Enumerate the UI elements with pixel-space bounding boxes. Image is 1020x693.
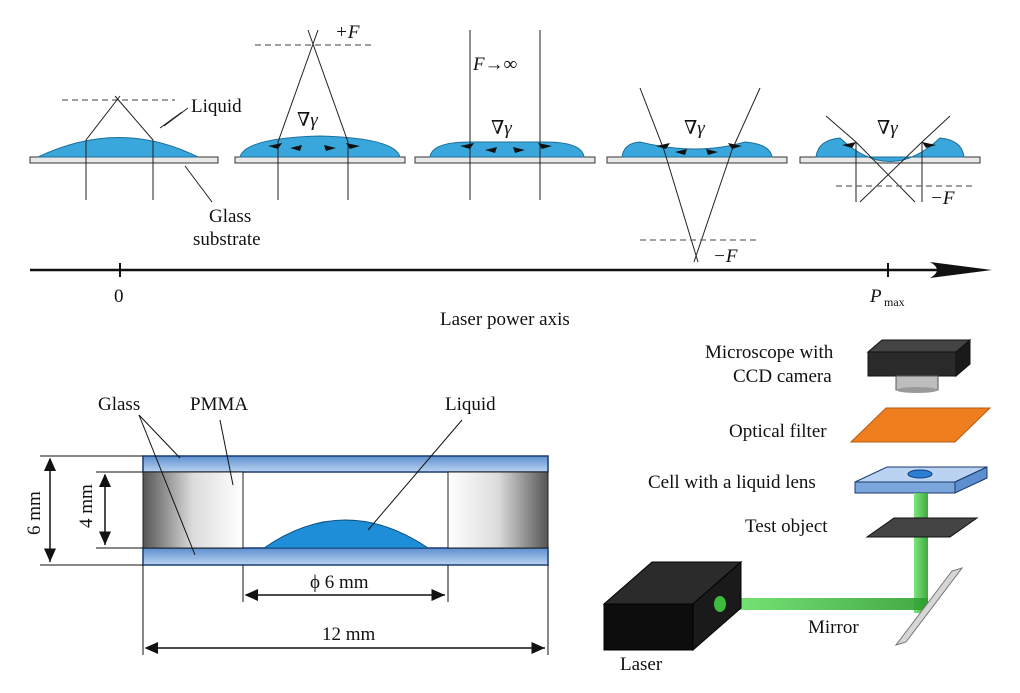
plus-f-label: +F	[335, 22, 360, 43]
dim-6mm-label: 6 mm	[24, 491, 45, 535]
microscope-label-line1: Microscope with	[705, 342, 834, 363]
minus-f-label-2: −F	[930, 188, 955, 209]
stage-5-strongly-concave-drop	[799, 115, 981, 203]
liquid-label-cell: Liquid	[445, 394, 496, 415]
f-infinity-label: F→∞	[472, 54, 517, 75]
experimental-setup: Microscope with CCD camera Optical filte…	[602, 338, 992, 675]
glass-label-cell: Glass	[98, 394, 140, 415]
axis-pmax-tick: P	[869, 286, 882, 307]
mirror-label: Mirror	[808, 617, 859, 638]
liquid-drop-cell	[262, 519, 430, 549]
pmma-label: PMMA	[190, 394, 248, 415]
axis-title: Laser power axis	[440, 309, 570, 330]
stage-4-concave-drop	[606, 87, 788, 263]
laser-label: Laser	[620, 654, 663, 675]
cell-label: Cell with a liquid lens	[648, 472, 816, 493]
laser-source	[602, 560, 743, 652]
cell-cross-section: Glass PMMA Liquid 6 mm 4 mm ϕ 6 mm 12 mm	[24, 394, 549, 655]
gradient-label-5: ∇γ	[877, 118, 898, 139]
substrate-label-top: substrate	[193, 229, 261, 250]
gradient-label-4: ∇γ	[684, 118, 705, 139]
top-panel: Liquid Glass substrate +F F→∞ −F −F ∇γ ∇…	[29, 22, 992, 330]
filter-label: Optical filter	[729, 421, 827, 442]
pmma-left-wall	[142, 471, 244, 549]
axis-zero-tick: 0	[114, 286, 124, 307]
dim-hole-label: ϕ 6 mm	[310, 572, 369, 593]
gradient-label-2: ∇γ	[297, 110, 318, 131]
test-object	[865, 517, 979, 538]
stage-2-flattened-drop	[234, 29, 406, 200]
stage-3-flat-drop	[414, 30, 596, 200]
top-glass-plate	[142, 455, 549, 473]
laser-beam-horizontal	[720, 598, 928, 610]
test-object-label: Test object	[745, 516, 828, 537]
cell-liquid-lens	[854, 466, 988, 494]
dim-length-label: 12 mm	[322, 624, 376, 645]
laser-beam-vertical	[914, 493, 928, 613]
bottom-glass-plate	[142, 547, 549, 566]
microscope-label-line2: CCD camera	[733, 366, 832, 387]
axis-pmax-subscript: max	[884, 295, 905, 309]
liquid-label-top: Liquid	[191, 96, 242, 117]
gradient-label-3: ∇γ	[491, 118, 512, 139]
microscope-ccd-camera	[866, 338, 972, 393]
pmma-right-wall	[447, 471, 549, 549]
mirror	[894, 567, 964, 646]
glass-label-top: Glass	[209, 206, 251, 227]
optical-filter	[849, 407, 992, 443]
laser-power-axis: 0 P max Laser power axis	[30, 262, 992, 330]
stage-1-convex-drop	[29, 95, 219, 203]
dim-4mm-label: 4 mm	[76, 484, 97, 528]
minus-f-label-1: −F	[713, 246, 738, 267]
